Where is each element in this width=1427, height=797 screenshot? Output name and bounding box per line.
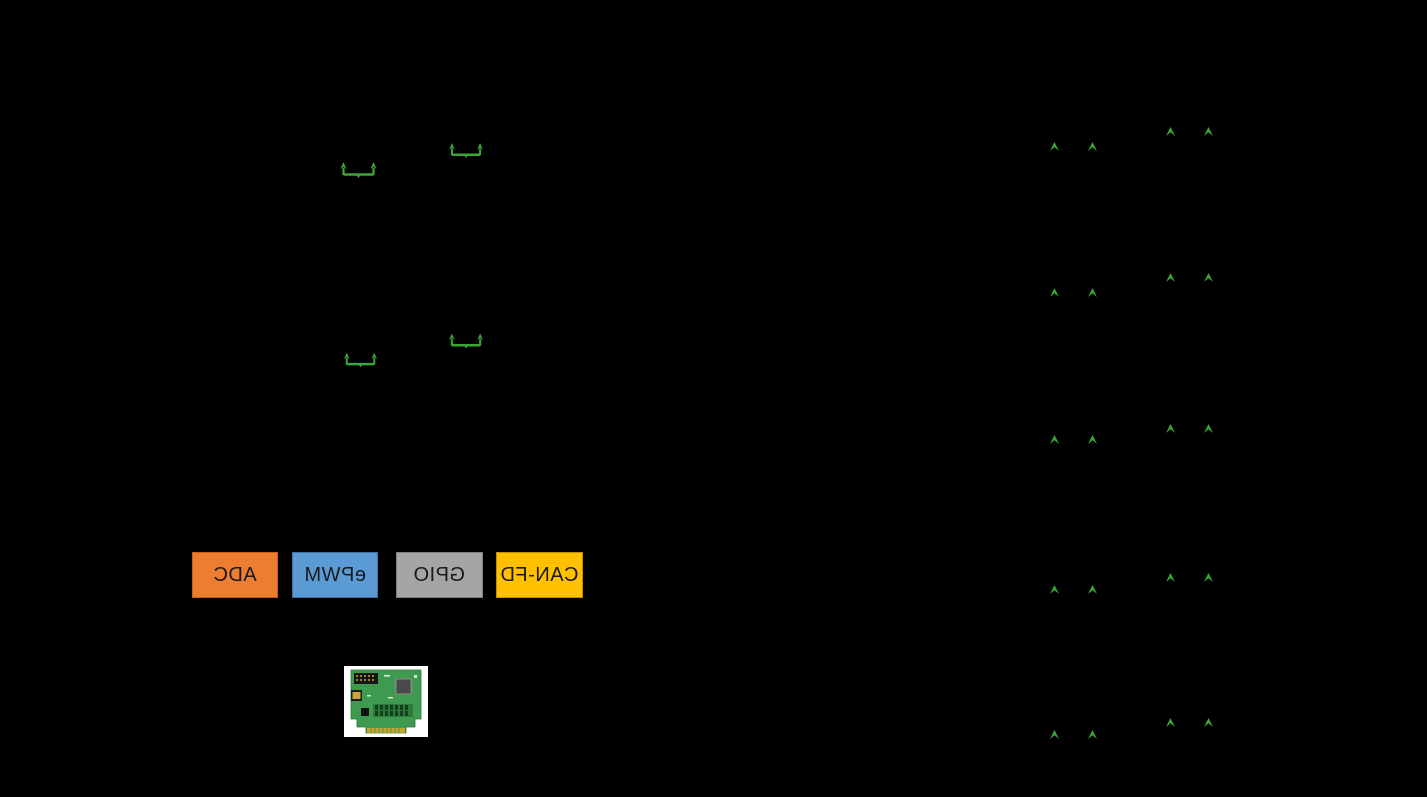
up-arrowhead-icon [1050, 288, 1059, 297]
legend-label-adc: ADC [213, 563, 257, 586]
up-arrowhead-icon [1088, 142, 1097, 151]
pcb-header [354, 673, 378, 684]
up-arrowhead-icon [1166, 573, 1175, 582]
probe-bracket-icon [449, 143, 483, 158]
probe-bracket-icon [449, 333, 483, 349]
up-arrowhead-icon [1088, 435, 1097, 444]
up-arrowhead-icon [1088, 585, 1097, 594]
probe-bracket-icon [340, 162, 377, 178]
up-arrowhead-icon [1204, 718, 1213, 727]
legend-box-gpio: GPIO [396, 552, 483, 598]
up-arrowhead-icon [1050, 142, 1059, 151]
up-arrowhead-icon [1050, 730, 1059, 739]
up-arrowhead-icon [1204, 273, 1213, 282]
legend-label-can-fd: CAN-FD [500, 563, 579, 586]
pcb-photo [344, 666, 428, 737]
up-arrowhead-icon [1204, 573, 1213, 582]
legend-box-adc: ADC [192, 552, 278, 598]
pcb-transistor [361, 708, 369, 716]
up-arrowhead-icon [1050, 435, 1059, 444]
pcb-edge-fingers [367, 728, 405, 733]
pcb-chip [394, 678, 413, 695]
up-arrowhead-icon [1166, 718, 1175, 727]
legend-label-gpio: GPIO [413, 563, 466, 586]
legend-box-epwm: ePWM [292, 552, 378, 598]
up-arrowhead-icon [1050, 585, 1059, 594]
up-arrowhead-icon [1204, 424, 1213, 433]
up-arrowhead-icon [1088, 730, 1097, 739]
probe-bracket-icon [344, 352, 377, 368]
up-arrowhead-icon [1088, 288, 1097, 297]
up-arrowhead-icon [1166, 127, 1175, 136]
legend-box-can-fd: CAN-FD [496, 552, 583, 598]
up-arrowhead-icon [1166, 424, 1175, 433]
up-arrowhead-icon [1166, 273, 1175, 282]
legend-label-epwm: ePWM [304, 563, 366, 586]
up-arrowhead-icon [1204, 127, 1213, 136]
